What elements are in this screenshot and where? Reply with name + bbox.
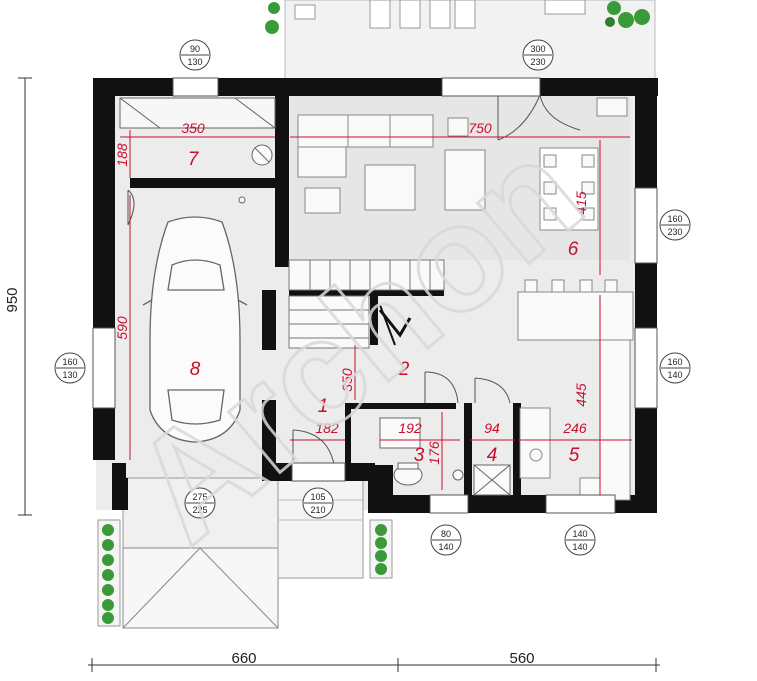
interior-walls — [130, 92, 521, 497]
dimension-lines — [120, 130, 632, 495]
window-top-right-width: 300 — [530, 44, 545, 54]
dim-r4-width: 94 — [484, 420, 500, 436]
plants-left — [97, 519, 121, 627]
dim-r1-width: 182 — [315, 420, 339, 436]
window-top-left-height: 130 — [187, 57, 202, 67]
overall-height: 950 — [4, 287, 21, 312]
room-number-1: 1 — [318, 396, 329, 417]
staircase — [288, 259, 445, 349]
overall-width-left: 660 — [231, 650, 256, 667]
window-kitchen-width: 140 — [572, 529, 587, 539]
entry-door-width: 105 — [310, 492, 325, 502]
room-number-2: 2 — [398, 359, 410, 380]
window-right-upper-width: 160 — [667, 214, 682, 224]
window-right-upper-height: 230 — [667, 227, 682, 237]
window-left-height: 130 — [62, 370, 77, 380]
window-top-left-width: 90 — [190, 44, 200, 54]
window-right-lower-width: 160 — [667, 357, 682, 367]
window-openings — [92, 77, 658, 514]
dim-r7-width: 350 — [181, 120, 205, 136]
car — [142, 216, 248, 443]
furniture-living — [297, 97, 628, 231]
room-number-4: 4 — [487, 445, 498, 466]
window-bath-height: 140 — [438, 542, 453, 552]
walls — [93, 78, 658, 513]
overall-width-right: 560 — [509, 650, 534, 667]
window-bath-width: 80 — [441, 529, 451, 539]
window-labels — [54, 39, 691, 556]
kitchen-island — [517, 279, 634, 501]
terrace-top — [284, 0, 656, 81]
room-number-3: 3 — [414, 445, 425, 466]
room-number-5: 5 — [569, 445, 580, 466]
window-left-width: 160 — [62, 357, 77, 367]
overall-dimension-lines — [18, 77, 660, 672]
dim-r6-depth-upper: 415 — [573, 191, 589, 215]
dim-r6-width: 750 — [468, 120, 492, 136]
window-right-lower-height: 140 — [667, 370, 682, 380]
dim-r3-depth: 176 — [426, 441, 442, 465]
window-kitchen-height: 140 — [572, 542, 587, 552]
room-number-7: 7 — [188, 149, 200, 170]
dim-r3-width: 192 — [398, 420, 422, 436]
room-number-8: 8 — [190, 359, 201, 380]
fixtures — [119, 97, 511, 496]
dim-r7-depth: 188 — [114, 143, 130, 167]
garage-door-height: 225 — [192, 505, 207, 515]
window-top-right-height: 230 — [530, 57, 545, 67]
plants-right — [369, 519, 393, 579]
room-number-6: 6 — [568, 239, 579, 260]
dim-r6-depth-lower: 445 — [573, 383, 589, 407]
entry-door-height: 210 — [310, 505, 325, 515]
dim-r1-depth: 350 — [339, 368, 355, 392]
dim-r5-width: 246 — [562, 420, 587, 436]
garage-door-width: 275 — [192, 492, 207, 502]
plants-top — [265, 1, 650, 34]
dim-r8-depth: 590 — [114, 316, 130, 340]
